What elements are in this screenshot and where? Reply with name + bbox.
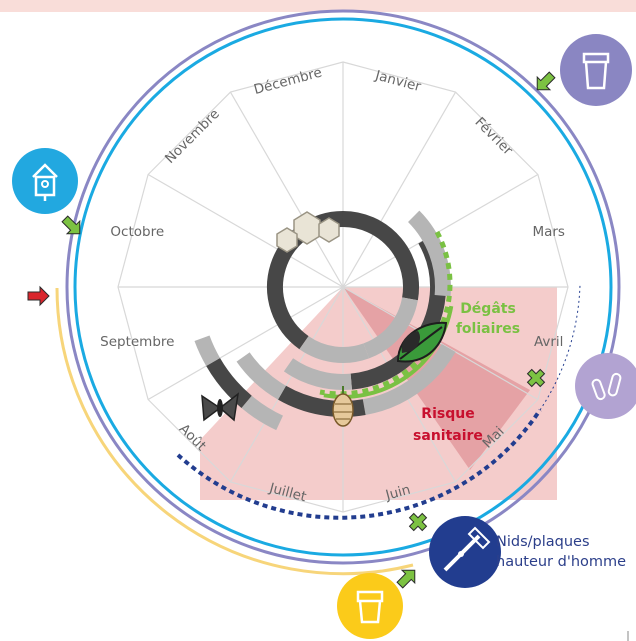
wheel-spoke [147,173,344,288]
moth-icon [201,392,240,422]
wheel-spoke [147,286,344,401]
month-wheel [117,61,569,513]
stage-arc [342,211,420,301]
bacteria-icon [575,353,636,419]
stage-arc [236,352,287,400]
risk-label-1: Risque [421,406,474,422]
outer-ring-blue [73,17,613,557]
cross-marker-bottom [408,512,428,532]
nest-icon [276,211,340,253]
wheel-spoke [342,286,539,401]
trap-box-icon [560,34,632,106]
arrow-green-bottom [396,569,416,589]
birdhouse-icon [12,148,78,214]
stage-arc [363,297,418,359]
stage-arc [241,395,284,431]
outer-ring-purple [65,9,621,565]
pole-tool-icon [429,516,501,588]
month-label: Septembre [100,334,174,350]
month-label: Janvier [373,67,423,95]
cross-marker-right [526,368,546,388]
caterpillar-icon [396,321,448,363]
month-label: Novembre [162,106,223,167]
month-label: Juin [383,482,412,504]
nest-thin-arc [539,284,581,411]
damage-label-1: Dégâts [460,301,516,317]
nest-height-line-2: hauteur d'homme [496,554,627,570]
stage-arc [299,335,370,363]
month-label: Mars [532,224,565,240]
arrow-green-left [61,215,81,235]
bucket-trap-icon [337,573,403,639]
header-band [0,0,636,12]
risk-label-2: sanitaire [413,428,483,444]
chrysalis-icon [332,386,354,427]
arrow-red-left [27,285,50,307]
stage-arc [362,343,456,415]
stage-arc [194,335,221,367]
stage-arc [278,385,366,417]
wheel-spoke [342,286,457,483]
month-label: Février [472,114,516,158]
wheel-spoke [229,91,344,288]
nest-dotted-arc [176,408,542,520]
damage-label-2: foliaires [456,321,520,337]
wheel-spoke [342,91,457,288]
month-label: Octobre [110,224,164,240]
trap-period-arc [55,287,414,576]
month-label: Avril [534,334,564,350]
wheel-spoke [342,173,539,288]
wheel-spoke [229,286,344,483]
month-label: Décembre [252,65,323,98]
stage-arc [407,210,451,297]
nest-height-line-1: Nids/plaques [496,534,590,550]
stage-arc [206,357,252,409]
arrow-green-topright [536,71,556,91]
stage-arc [283,358,352,390]
nest-height-label: Nids/plaques hauteur d'homme [496,532,636,572]
